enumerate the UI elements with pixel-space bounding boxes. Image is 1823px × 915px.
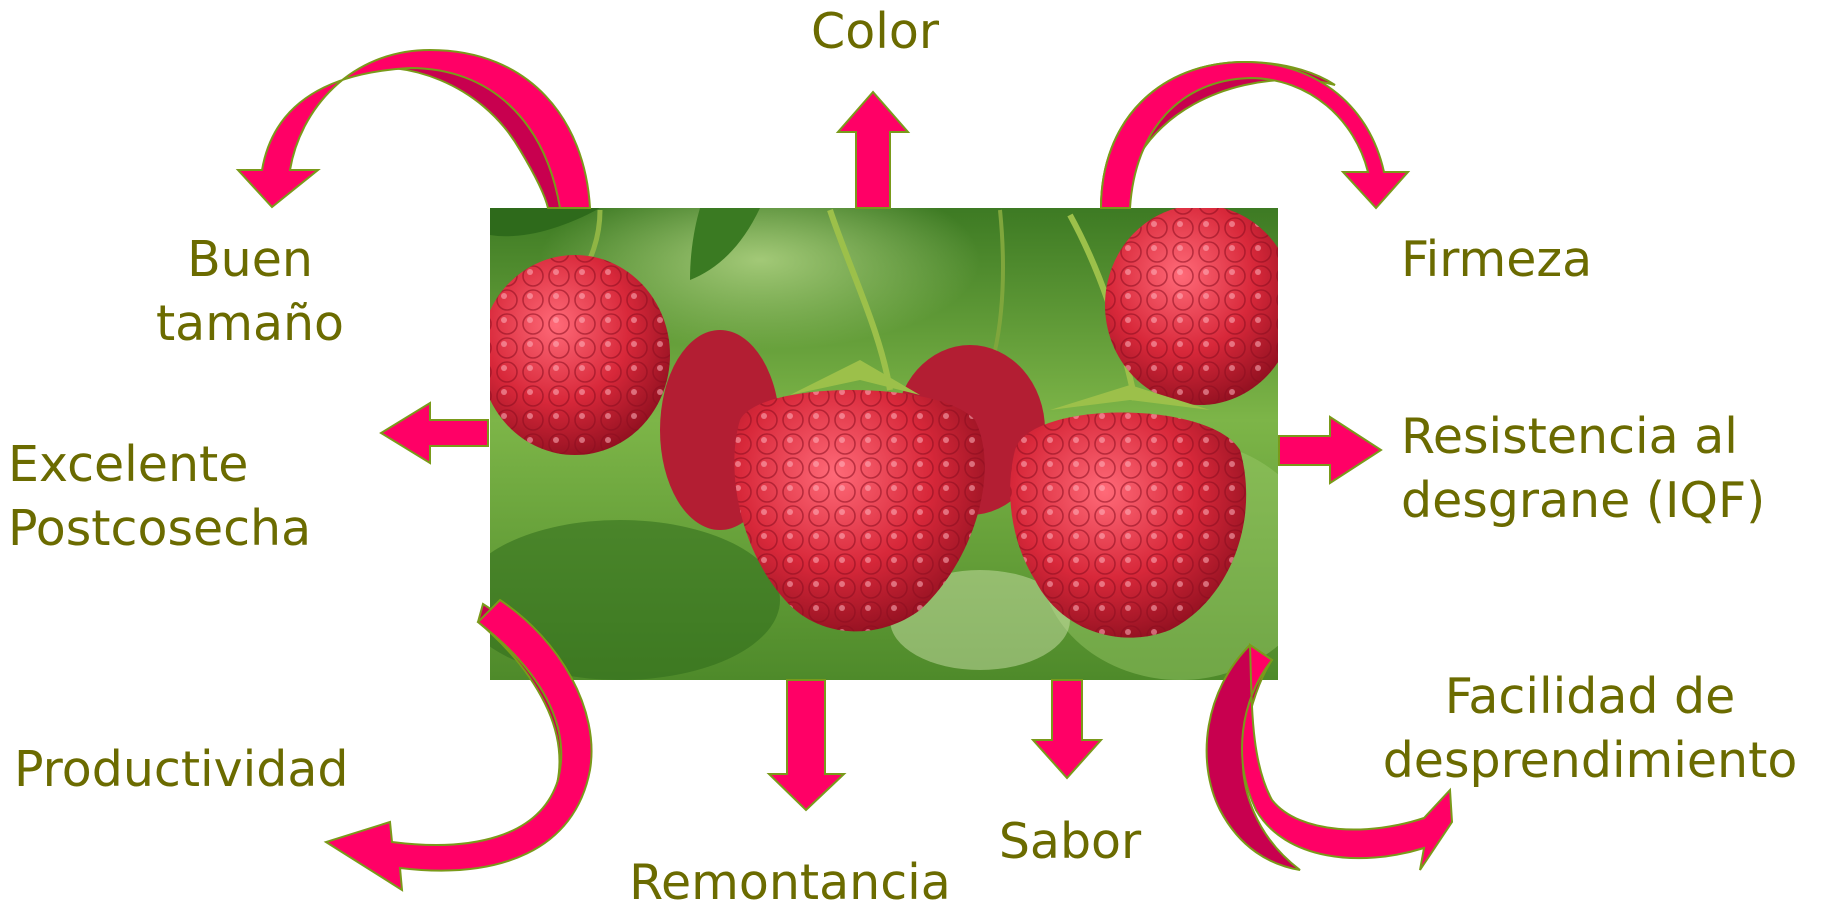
arrow-up-color (838, 92, 908, 208)
label-resistencia: Resistencia al desgrane (IQF) (1401, 405, 1765, 533)
label-color: Color (800, 0, 950, 64)
label-firmeza: Firmeza (1401, 228, 1592, 292)
raspberries-photo (460, 170, 1320, 680)
arrow-right-resistencia (1279, 417, 1381, 483)
label-facilidad: Facilidad de desprendimiento (1365, 665, 1815, 793)
curved-arrow-buen-tamano (238, 50, 590, 208)
label-sabor: Sabor (985, 810, 1155, 874)
label-productividad: Productividad (14, 738, 349, 802)
label-remontancia: Remontancia (600, 851, 980, 915)
arrow-down-remontancia (769, 680, 844, 810)
label-excelente-postcosecha: Excelente Postcosecha (8, 433, 311, 561)
curved-arrow-firmeza (1101, 62, 1408, 208)
arrow-down-sabor (1033, 680, 1101, 778)
label-buen-tamano: Buen tamaño (130, 228, 370, 356)
arrow-left-postcosecha (381, 403, 488, 463)
